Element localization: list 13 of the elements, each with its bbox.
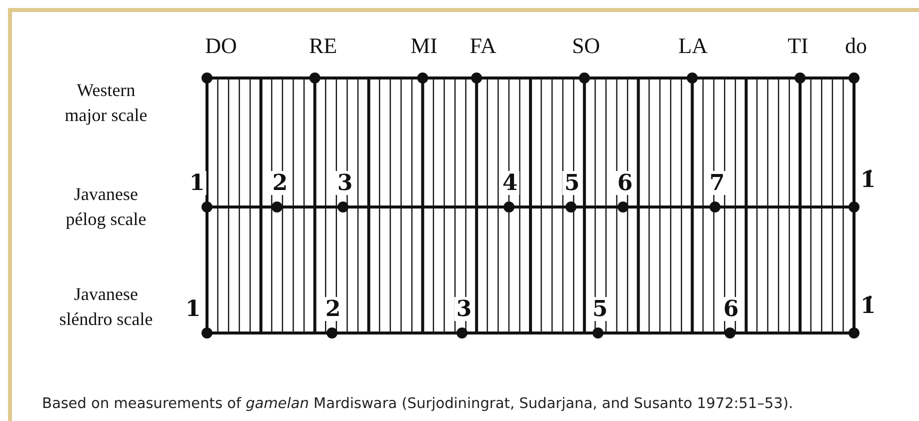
scale-degree-number: 4 [500,171,520,195]
note-name: FA [470,33,496,59]
note-name: MI [410,33,438,59]
note-name: DO [205,33,237,59]
scale-name: Javanese sléndro scale [58,283,154,331]
scale-name: Javanese pélog scale [64,183,148,231]
note-name: RE [308,33,338,59]
note-name: SO [572,33,600,59]
caption: Based on measurements of gamelan Mardiswara (Surjodiningrat, Sudarjana, and Susanto 1972:51–53). [42,396,794,412]
note-name: LA [678,33,708,59]
scale-name: Western major scale [64,79,148,127]
note-name: do [845,33,867,59]
note-name: TI [788,33,808,59]
